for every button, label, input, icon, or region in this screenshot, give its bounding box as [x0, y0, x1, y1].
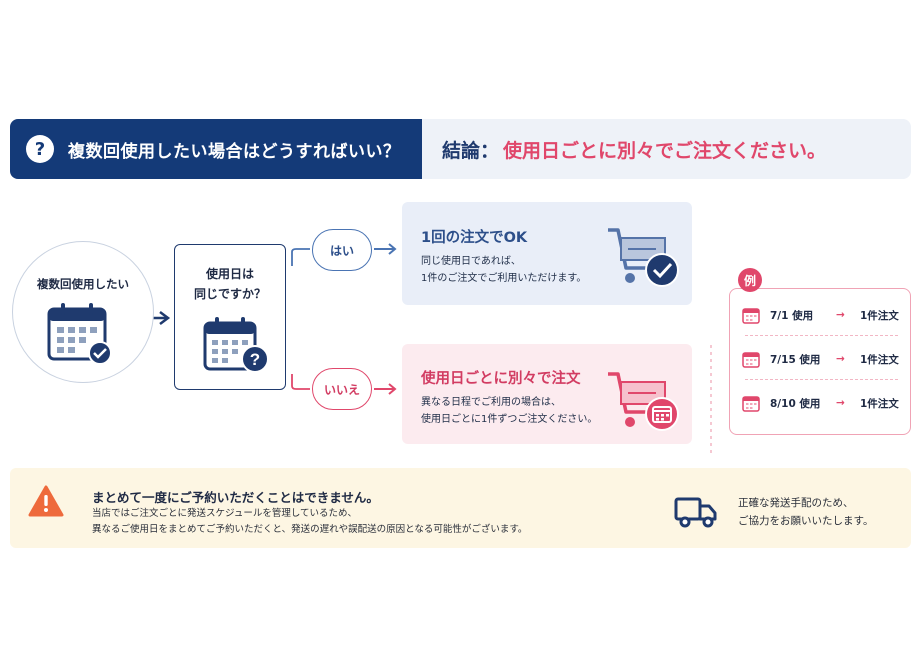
conclusion-label: 結論： — [442, 139, 500, 162]
svg-text:?: ? — [250, 350, 260, 369]
decision-line-2: 同じですか？ — [193, 287, 266, 301]
notice-request-line-1: 正確な発送手配のため、 — [738, 497, 854, 509]
no-body-line-2: 使用日ごとに1件ずつご注文ください。 — [421, 414, 598, 425]
decision-label: 使用日は 同じですか？ — [174, 264, 286, 304]
connector-no — [291, 374, 310, 390]
example-row: 7/15 使用 → 1件注文 — [742, 348, 902, 370]
notice-body-line-2: 異なるご使用日をまとめてご予約いただくと、発送の遅れや誤配送の原因となる可能性が… — [92, 524, 528, 535]
example-row: 8/10 使用 → 1件注文 — [742, 392, 902, 414]
yes-body-line-2: 1件のご注文でご利用いただけます。 — [421, 273, 587, 284]
conclusion-text: 使用日ごとに別々でご注文ください。 — [503, 139, 827, 162]
notice-title: まとめて一度にご予約いただくことはできません。 — [92, 490, 379, 505]
connector-yes — [291, 248, 310, 266]
calendar-small-icon — [742, 308, 760, 324]
calendar-check-icon — [47, 303, 112, 365]
yes-pill: はい — [312, 229, 372, 271]
calendar-small-icon — [742, 352, 760, 368]
arrow-no-icon — [374, 383, 397, 395]
example-count: 1件注文 — [860, 397, 899, 410]
warning-icon — [28, 485, 64, 517]
arrow-right-icon: → — [836, 397, 845, 409]
example-count: 1件注文 — [860, 309, 899, 322]
notice-request: 正確な発送手配のため、 ご協力をお願いいたします。 — [738, 494, 873, 530]
arrow-yes-icon — [374, 243, 397, 255]
example-date: 7/15 使用 — [770, 353, 821, 366]
decision-line-1: 使用日は — [205, 267, 254, 281]
question-icon: ? — [26, 135, 54, 163]
example-date: 8/10 使用 — [770, 397, 821, 410]
no-body-line-1: 異なる日程でご利用の場合は、 — [421, 397, 561, 408]
notice-body-line-1: 当店ではご注文ごとに発送スケジュールを管理しているため、 — [92, 508, 358, 519]
start-label: 複数回使用したい — [37, 277, 129, 291]
example-badge: 例 — [738, 268, 762, 292]
yes-result-body: 同じ使用日であれば、 1件のご注文でご利用いただけます。 — [421, 253, 586, 287]
yes-result-title: 1回の注文でOK — [421, 230, 528, 246]
example-date: 7/1 使用 — [770, 309, 814, 322]
conclusion-banner: 結論： 使用日ごとに別々でご注文ください。 — [422, 119, 911, 179]
no-result-title: 使用日ごとに別々で注文 — [421, 371, 581, 387]
truck-icon — [674, 497, 717, 528]
example-row: 7/1 使用 → 1件注文 — [742, 304, 902, 326]
calendar-question-icon: ? — [203, 317, 269, 373]
example-row-divider — [745, 379, 898, 380]
yes-body-line-1: 同じ使用日であれば、 — [421, 256, 521, 267]
question-text: 複数回使用したい場合はどうすればいい？ — [68, 141, 401, 162]
arrow-right-icon: → — [836, 353, 845, 365]
notice-body: 当店ではご注文ごとに発送スケジュールを管理しているため、 異なるご使用日をまとめ… — [92, 506, 527, 538]
question-banner: ? 複数回使用したい場合はどうすればいい？ — [10, 119, 422, 179]
calendar-small-icon — [742, 396, 760, 412]
arrow-right-icon: → — [836, 309, 845, 321]
cart-calendar-icon — [608, 372, 679, 431]
no-pill: いいえ — [312, 368, 372, 410]
example-count: 1件注文 — [860, 353, 899, 366]
example-row-divider — [745, 335, 898, 336]
notice-request-line-2: ご協力をお願いいたします。 — [738, 515, 874, 527]
decision-node — [174, 244, 286, 390]
no-result-body: 異なる日程でご利用の場合は、 使用日ごとに1件ずつご注文ください。 — [421, 394, 597, 428]
cart-check-icon — [608, 228, 679, 287]
notice-panel — [10, 468, 911, 548]
